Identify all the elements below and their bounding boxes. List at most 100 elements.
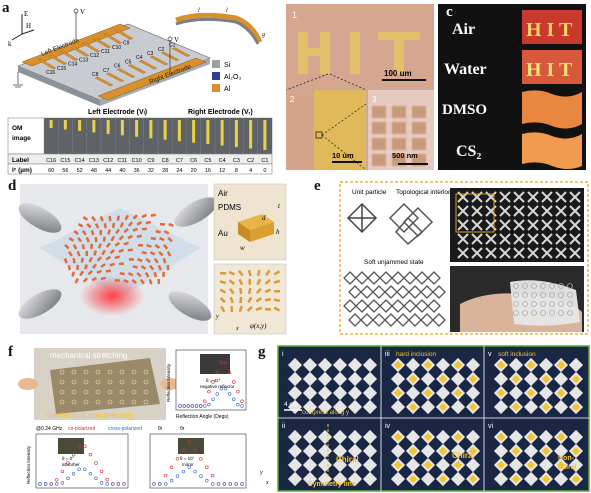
om-cantilever (263, 120, 267, 150)
om-cantilever (49, 120, 53, 128)
plot2-theta: θ = 0° (62, 456, 74, 461)
unit-particle (346, 202, 378, 234)
table-label-cell: C1 (261, 158, 268, 164)
interlocked-particles (388, 202, 434, 246)
scale-4cm: 4 cm (284, 401, 298, 408)
cantilever (114, 29, 134, 40)
om-cantilever (206, 120, 210, 145)
layer-pdms: PDMS (218, 203, 241, 212)
axis-k: k (8, 40, 12, 48)
table-label-cell: C9 (147, 158, 154, 164)
table-label-cell: C13 (89, 158, 99, 164)
reflection-plot-1: Reflection Intensity Reflection Angle (D… (166, 349, 247, 420)
substrate-side (18, 66, 100, 106)
right-electrode (97, 57, 207, 101)
compress-label: mechanical compressing (46, 411, 134, 420)
clamp-tl (18, 203, 62, 233)
cantilever (37, 58, 57, 70)
cantilever (59, 50, 79, 61)
cantilever (149, 55, 169, 66)
roman-v: v (488, 351, 492, 358)
plot3-name: mirror (182, 462, 194, 467)
gold-nanorod-array (63, 213, 174, 285)
table-label-cell: C14 (75, 158, 85, 164)
table-label-cell: C15 (60, 158, 70, 164)
cantilever-label: C15 (57, 66, 66, 72)
layer-air: Air (218, 189, 228, 198)
cantilever-label: C6 (114, 64, 121, 70)
table-lc-cell: 0 (263, 168, 266, 174)
scale-bar-3: 500 nm (392, 151, 418, 160)
cantilever-label: C5 (125, 59, 132, 65)
table-label-cell: C12 (103, 158, 113, 164)
cantilever (70, 46, 90, 57)
cantilever (116, 68, 136, 78)
row-water-hit: H I T (526, 59, 573, 81)
panel-c-solvent-images: Air H I T Water H I T DMSO CS₂ (442, 10, 582, 169)
dim-w: w (240, 244, 245, 252)
om-header-right: Right Electrode (Vᵣ) (188, 109, 253, 116)
cantilever (94, 76, 114, 87)
symmetry-label: Symmetry line (308, 481, 356, 488)
panel-d: d Air PDMS Au d h w t (0, 178, 290, 338)
table-label-cell: C10 (132, 158, 142, 164)
panel-f-illustration: mechanical stretching mechanical compres… (18, 348, 247, 489)
topological-label: Topological interlocking (396, 189, 464, 196)
om-cantilever (192, 120, 196, 143)
left-electrode (21, 23, 131, 67)
table-lc-cell: 56 (62, 168, 68, 174)
table-lc-cell: 48 (91, 168, 97, 174)
row-dmso: DMSO (442, 90, 582, 129)
table-label-cell: C16 (46, 158, 56, 164)
legend-co: co-polarized (68, 426, 95, 432)
panel-label-f: f (8, 344, 13, 360)
dim-h: h (276, 228, 280, 236)
clamp-br (168, 291, 212, 321)
panel-label-c: c (446, 4, 453, 20)
cantilever-label: C8 (92, 72, 99, 78)
table-lc-cell: 32 (148, 168, 154, 174)
plot2-ylabel: Reflection Intensity (26, 445, 31, 484)
om-cantilever (249, 120, 253, 149)
table-lc-cell: 20 (191, 168, 197, 174)
roman-vi: vi (488, 423, 494, 430)
panel-a: a E H k Left Electrode Right Electrode C… (0, 0, 282, 176)
row-cs2: CS₂ (456, 132, 582, 169)
table-lc-cell: 12 (219, 168, 225, 174)
cantilever (127, 64, 147, 74)
svg-text:image: image (12, 135, 31, 142)
dim-t: t (278, 202, 281, 210)
roman-iv: iv (385, 423, 391, 430)
om-cantilever (234, 120, 238, 148)
subpanel-2: 2 (290, 95, 295, 104)
table-lc-cell: 28 (162, 168, 168, 174)
hard-inclusion-label: hard inclusion (396, 351, 436, 358)
clamp-tr (174, 197, 218, 227)
stretch-label: mechanical stretching (50, 351, 127, 360)
inset-g: g (262, 32, 265, 38)
table-label-cell: C5 (204, 158, 211, 164)
panel-label-a: a (2, 0, 10, 16)
cantilever (138, 60, 158, 70)
om-cantilever (92, 120, 96, 133)
dim-d: d (262, 214, 266, 222)
legend-thetar: θr (180, 426, 185, 432)
table-lc-cell: 60 (48, 168, 54, 174)
hand-left (18, 378, 38, 390)
cantilever (81, 42, 101, 53)
om-cantilever (177, 120, 181, 142)
om-cantilever (106, 120, 110, 134)
om-cantilever (220, 120, 224, 146)
laser-spot (80, 276, 144, 316)
panel-e-illustration: Unit particle Topological interlocking S… (339, 181, 589, 335)
cantilever-label: C2 (158, 47, 165, 53)
roman-i: i (282, 351, 284, 358)
nonchiral-label: Non- (558, 455, 575, 462)
soft-state-label: Soft unjammed state (364, 259, 424, 266)
om-cantilever (149, 120, 153, 139)
v-right-label: V (174, 36, 179, 44)
phi-label: φ(x,y) (250, 322, 267, 330)
table-lc-cell: 44 (105, 168, 111, 174)
soft-inclusion-label: soft inclusion (498, 351, 536, 358)
